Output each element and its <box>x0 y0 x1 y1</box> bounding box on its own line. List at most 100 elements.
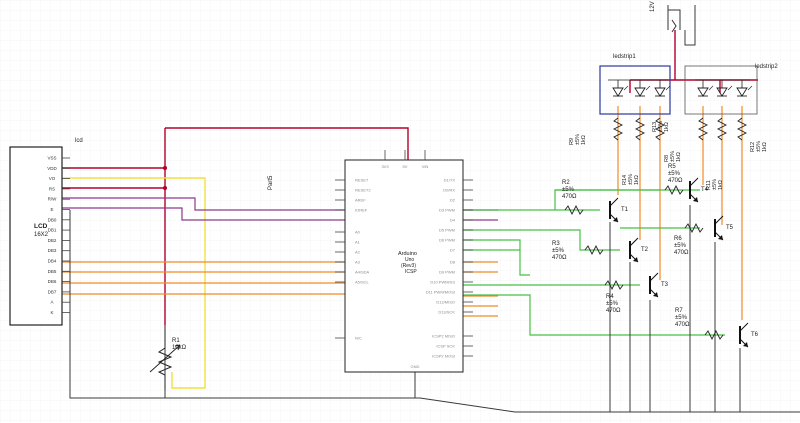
arduino-pin-left-0: RESET <box>355 178 369 183</box>
transistor-collector <box>629 237 639 247</box>
base-resistor-r2 <box>564 204 584 216</box>
transistor-collector <box>649 272 659 282</box>
lcd-module: lcd LCD 16X2 VSSVDDVORSR/WEDB0DB1DB2DB3D… <box>9 138 83 326</box>
arduino-pin-left-1: RESET2 <box>355 188 371 193</box>
strip-resistor-tol: ±5% <box>756 141 762 152</box>
lcd-subtitle: 16X2 <box>34 232 49 238</box>
strip-resistor-label: R12±5%1kΩ <box>750 141 768 152</box>
arduino-pin-vin: VIN <box>422 164 429 169</box>
led-ray <box>727 85 733 91</box>
arduino-pin-right-3: D3 PWM <box>439 208 455 213</box>
base-resistor-r5 <box>664 184 684 196</box>
strip-resistor-r11 <box>716 117 728 141</box>
lcd-pin-e: E <box>50 207 53 212</box>
lcd-title: LCD <box>34 223 48 230</box>
arduino-pin-3v3: 3V3 <box>381 164 389 169</box>
strip-resistor-value: 1kΩ <box>718 180 724 190</box>
base-resistor-tol: ±5% <box>552 248 565 254</box>
strip-resistor-label: R11±5%1kΩ <box>706 179 724 190</box>
arduino-pin-left-10: N/C <box>355 336 362 341</box>
arduino-pin-right-2: D2 <box>450 198 456 203</box>
led-diodes <box>608 79 753 97</box>
transistor-collector <box>689 177 699 187</box>
base-resistor-name: R3 <box>552 241 560 247</box>
arduino-pin-right-16: ICSP2 MOSI <box>432 354 455 359</box>
arduino-board-label: ICSP <box>405 269 417 275</box>
arduino-pin-right-0: D1/TX <box>444 178 456 183</box>
transistor-arrow <box>653 292 658 297</box>
strip-resistor-tol: ±5% <box>712 179 718 190</box>
strip-resistor-value: 1kΩ <box>676 152 682 162</box>
base-resistor-r6 <box>684 222 704 234</box>
strip-resistor-value: 1kΩ <box>634 175 640 185</box>
base-resistor-value: 470Ω <box>606 308 621 314</box>
arduino-pin-left-3: IOREF <box>355 208 368 213</box>
base-resistor-name: R2 <box>562 180 570 186</box>
ledstrip-1-name: ledstrip1 <box>613 54 636 60</box>
base-resistor-name: R6 <box>674 236 682 242</box>
lcd-pin-vo: VO <box>49 176 56 181</box>
base-resistor-tol: ±5% <box>675 315 688 321</box>
strip-resistors: R9±5%1kΩR14±5%1kΩR13±5%1kΩR8±5%1kΩR11±5%… <box>569 117 768 190</box>
strip-resistor-tol: ±5% <box>670 151 676 162</box>
arduino-pin-5v: 5V <box>403 164 408 169</box>
strip-resistor-r9 <box>612 117 624 141</box>
lcd-pin-db2: DB2 <box>48 238 57 243</box>
strip-resistor-name: R9 <box>569 138 575 145</box>
pot-value: 10kΩ <box>172 345 187 351</box>
strip-resistor-value: 1kΩ <box>762 142 768 152</box>
transistor-collector <box>714 215 724 225</box>
arduino-pin-right-11: D11 PWM/MOSI <box>426 290 455 295</box>
ledstrip-1: ledstrip1 <box>599 54 671 115</box>
base-resistor-value: 470Ω <box>675 322 690 328</box>
lcd-pin-db6: DB6 <box>48 279 57 284</box>
strip-resistor-name: R11 <box>706 180 712 190</box>
base-resistor-value: 470Ω <box>552 255 567 261</box>
base-resistor-r7 <box>704 329 724 341</box>
strip-resistor-r8 <box>697 117 709 141</box>
base-resistor-name: R4 <box>606 294 614 300</box>
base-resistor-tol: ±5% <box>674 243 687 249</box>
lcd-pin-rs: RS <box>49 186 55 191</box>
transistor-arrow <box>718 235 723 240</box>
strip-resistor-name: R13 <box>652 122 658 132</box>
transistor-label: T2 <box>641 247 649 253</box>
strip-resistor-value: 1kΩ <box>581 135 587 145</box>
lcd-pin-a: A <box>50 300 53 305</box>
ledstrip-2-name: ledstrip2 <box>755 64 778 70</box>
transistor-arrow <box>743 342 748 347</box>
arduino-pin-right-15: ICSP SCK <box>436 344 455 349</box>
arduino-pin-right-12: D12/MISO <box>436 300 455 305</box>
strip-resistor-tol: ±5% <box>628 174 634 185</box>
transistor-label: T5 <box>726 225 734 231</box>
lcd-pin-vss: VSS <box>47 156 56 161</box>
pot-name: R1 <box>172 338 180 344</box>
lcd-pin-db4: DB4 <box>48 259 57 264</box>
strip-resistor-r12 <box>736 117 748 141</box>
lcd-pin-db1: DB1 <box>48 228 57 233</box>
transistor-collector <box>739 322 749 332</box>
lcd-pin-db7: DB7 <box>48 289 57 294</box>
strip-resistor-label: R14±5%1kΩ <box>622 174 640 185</box>
arduino-pin-right-1: D0/RX <box>443 188 455 193</box>
led-ray <box>708 85 714 91</box>
part5-label: Part5 <box>268 175 274 190</box>
transistor-label: T1 <box>621 207 629 213</box>
led-ray <box>665 85 671 91</box>
lcd-pin-rw: R/W <box>48 197 58 202</box>
transistor-arrow <box>633 257 638 262</box>
transistor-label: T4 <box>701 187 709 193</box>
base-resistor-tol: ±5% <box>606 301 619 307</box>
arduino-pin-right-13: D13/SCK <box>438 310 455 315</box>
ledstrip-2: ledstrip2 <box>684 64 778 115</box>
strip-resistor-name: R14 <box>622 175 628 185</box>
supply-label: 12V <box>650 1 656 12</box>
led-ray <box>645 85 651 91</box>
strip-resistor-value: 1kΩ <box>664 122 670 132</box>
arduino-pin-right-7: D7 <box>450 248 456 253</box>
lcd-name: lcd <box>75 138 83 144</box>
strip-resistor-name: R12 <box>750 142 756 152</box>
